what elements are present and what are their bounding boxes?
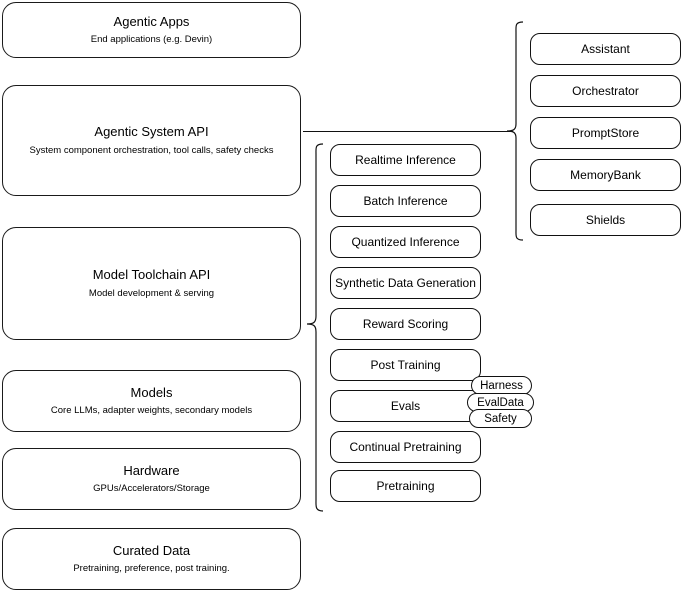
connector-line-system-api-to-agentic-components [303,131,513,132]
agentic-item-promptstore[interactable]: PromptStore [530,117,681,149]
layer-subtitle: Core LLMs, adapter weights, secondary mo… [50,405,253,417]
agentic-item-shields[interactable]: Shields [530,204,681,236]
item-label: Realtime Inference [355,152,456,167]
item-label: Reward Scoring [362,316,449,331]
layer-subtitle: System component orchestration, tool cal… [29,144,274,156]
item-label: PromptStore [571,125,640,140]
toolchain-item-batch-inference[interactable]: Batch Inference [330,185,481,217]
layer-title: Models [130,384,173,400]
layer-title: Agentic System API [94,124,209,140]
layer-title: Curated Data [112,542,191,558]
tag-label: EvalData [477,396,524,409]
toolchain-item-quantized-inference[interactable]: Quantized Inference [330,226,481,258]
toolchain-item-synthetic-data-generation[interactable]: Synthetic Data Generation [330,267,481,299]
item-label: Synthetic Data Generation [335,275,476,290]
item-label: Post Training [370,357,441,372]
toolchain-item-pretraining[interactable]: Pretraining [330,470,481,502]
layer-box-models[interactable]: Models Core LLMs, adapter weights, secon… [2,370,301,432]
layer-subtitle: Pretraining, preference, post training. [73,563,230,575]
item-label: Orchestrator [572,83,639,98]
agentic-item-orchestrator[interactable]: Orchestrator [530,75,681,107]
brace-toolchain-components [306,143,324,512]
layer-box-model-toolchain-api[interactable]: Model Toolchain API Model development & … [2,227,301,340]
item-label: Batch Inference [363,193,448,208]
layer-title: Agentic Apps [113,13,190,29]
brace-agentic-components [506,21,524,241]
item-label: Pretraining [376,478,435,493]
item-label: Evals [390,398,421,413]
layer-box-agentic-system-api[interactable]: Agentic System API System component orch… [2,85,301,196]
item-label: MemoryBank [570,167,641,182]
layer-box-curated-data[interactable]: Curated Data Pretraining, preference, po… [2,528,301,590]
tag-label: Harness [480,379,523,392]
eval-tag-evaldata[interactable]: EvalData [467,393,534,412]
eval-tag-safety[interactable]: Safety [469,409,532,428]
layer-box-hardware[interactable]: Hardware GPUs/Accelerators/Storage [2,448,301,510]
toolchain-item-post-training[interactable]: Post Training [330,349,481,381]
layer-title: Model Toolchain API [92,267,211,283]
layer-box-agentic-apps[interactable]: Agentic Apps End applications (e.g. Devi… [2,2,301,58]
tag-label: Safety [484,412,517,425]
toolchain-item-realtime-inference[interactable]: Realtime Inference [330,144,481,176]
layer-subtitle: End applications (e.g. Devin) [90,34,213,46]
item-label: Assistant [581,41,630,56]
item-label: Continual Pretraining [349,439,462,454]
agentic-item-assistant[interactable]: Assistant [530,33,681,65]
layer-title: Hardware [123,462,180,478]
agentic-item-memorybank[interactable]: MemoryBank [530,159,681,191]
layer-subtitle: GPUs/Accelerators/Storage [93,483,210,495]
item-label: Shields [585,212,626,227]
toolchain-item-evals[interactable]: Evals [330,390,481,422]
layer-subtitle: Model development & serving [88,287,215,299]
toolchain-item-reward-scoring[interactable]: Reward Scoring [330,308,481,340]
item-label: Quantized Inference [351,234,460,249]
toolchain-item-continual-pretraining[interactable]: Continual Pretraining [330,431,481,463]
